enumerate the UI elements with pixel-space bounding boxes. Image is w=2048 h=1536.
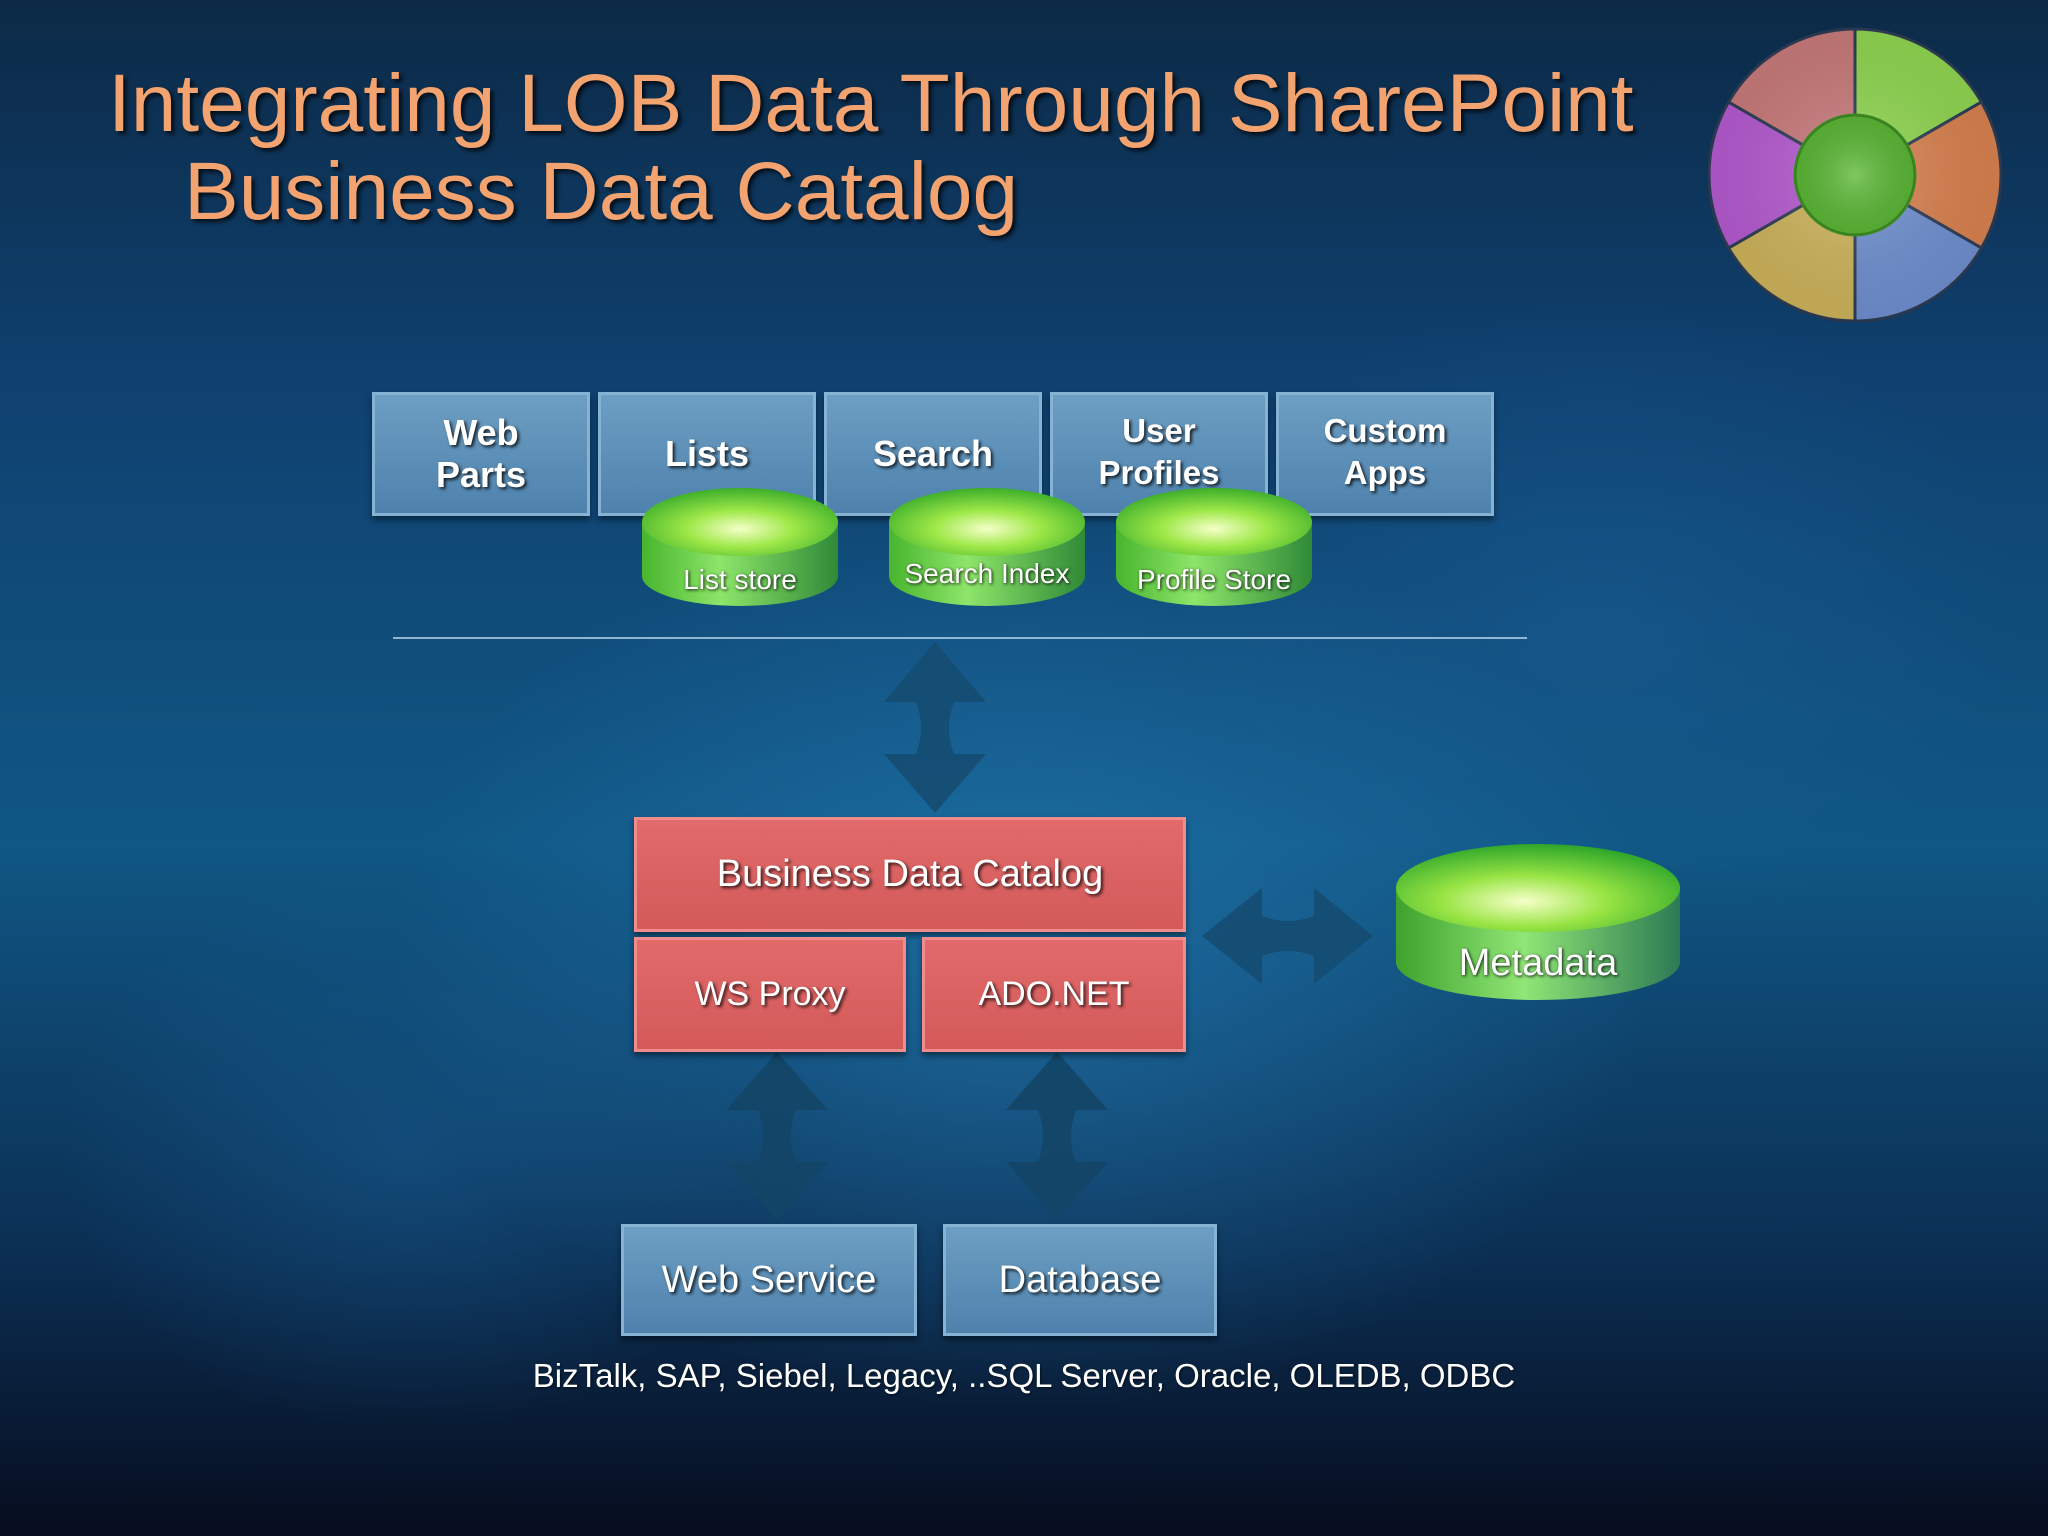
double-arrow-db-icon (1006, 1052, 1108, 1220)
double-arrow-vertical-icon (884, 642, 986, 813)
business-data-catalog-box: Business Data Catalog (634, 817, 1186, 932)
search-index-cylinder: Search Index (887, 484, 1087, 609)
lists-label: Lists (664, 433, 750, 474)
title-line-2: Business Data Catalog (184, 146, 1019, 237)
double-arrow-horizontal-icon (1202, 888, 1373, 984)
data-sources-caption: BizTalk, SAP, Siebel, Legacy, ..SQL Serv… (532, 1357, 1516, 1394)
search-index-label: Search Index (904, 558, 1070, 589)
database-box: Database (943, 1224, 1217, 1336)
list-store-label: List store (683, 564, 797, 595)
search-label: Search (872, 433, 994, 474)
profile-store-cylinder: Profile Store (1114, 484, 1314, 609)
database-label: Database (998, 1258, 1162, 1301)
database-icon (1116, 488, 1312, 606)
double-arrow-ws-icon (726, 1052, 828, 1220)
adonet-box: ADO.NET (922, 937, 1186, 1052)
database-icon (889, 488, 1085, 606)
ws-proxy-box: WS Proxy (634, 937, 906, 1052)
adonet-label: ADO.NET (978, 975, 1130, 1013)
slide-title: Integrating LOB Data Through SharePoint … (108, 60, 1634, 236)
web-parts-box: Web Parts (372, 392, 590, 516)
web-parts-label: Web Parts (435, 412, 527, 495)
custom-apps-label: Custom Apps (1323, 412, 1447, 491)
database-icon (1396, 844, 1680, 1000)
web-service-label: Web Service (661, 1258, 877, 1301)
product-logo-wheel-icon (1707, 27, 2003, 323)
profile-store-label: Profile Store (1136, 564, 1292, 595)
list-store-cylinder: List store (640, 484, 840, 609)
metadata-cylinder: Metadata (1394, 840, 1682, 1002)
business-data-catalog-label: Business Data Catalog (716, 853, 1104, 895)
web-service-box: Web Service (621, 1224, 917, 1336)
user-profiles-label: User Profiles (1098, 412, 1220, 491)
database-icon (642, 488, 838, 606)
layer-divider (393, 637, 1527, 639)
custom-apps-box: Custom Apps (1276, 392, 1494, 516)
metadata-label: Metadata (1458, 942, 1618, 984)
title-line-1: Integrating LOB Data Through SharePoint (108, 58, 1634, 149)
ws-proxy-label: WS Proxy (694, 975, 846, 1013)
